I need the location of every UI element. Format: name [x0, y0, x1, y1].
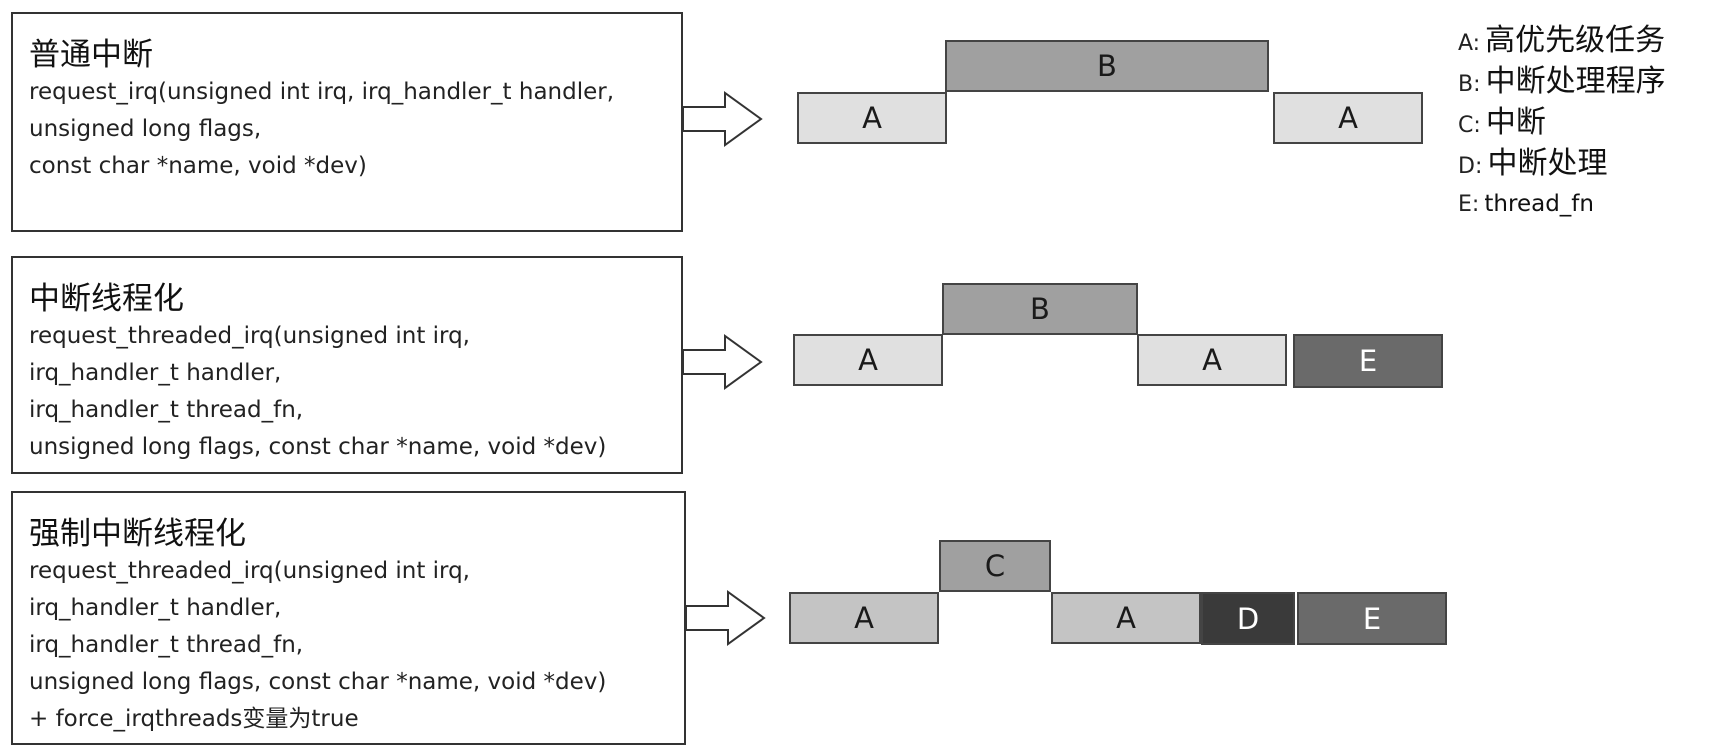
code-line: request_threaded_irq(unsigned int irq, — [29, 558, 470, 584]
right-arrow-icon — [682, 334, 763, 390]
code-line: irq_handler_t thread_fn, — [29, 632, 304, 658]
code-line: request_irq(unsigned int irq, irq_handle… — [29, 79, 615, 105]
panel-threaded-irq: 中断线程化 request_threaded_irq(unsigned int … — [11, 256, 683, 474]
legend-key: C: — [1458, 113, 1481, 138]
code-line: + force_irqthreads变量为true — [29, 706, 359, 732]
legend-value: thread_fn — [1484, 191, 1594, 217]
block-a: A — [1051, 592, 1201, 644]
code-line: unsigned long flags, — [29, 116, 262, 142]
panel-title: 中断线程化 — [29, 281, 184, 317]
block-c: C — [939, 540, 1051, 592]
block-a: A — [793, 334, 943, 386]
legend-key: D: — [1458, 154, 1483, 179]
legend-value: 高优先级任务 — [1485, 23, 1666, 58]
panel-normal-irq: 普通中断 request_irq(unsigned int irq, irq_h… — [11, 12, 683, 232]
right-arrow-icon — [685, 590, 766, 646]
legend-value: 中断处理程序 — [1485, 64, 1666, 99]
block-d: D — [1201, 592, 1295, 645]
right-arrow-icon — [682, 91, 763, 147]
block-a: A — [789, 592, 939, 644]
code-line: unsigned long flags, const char *name, v… — [29, 669, 607, 695]
legend-item: A: 高优先级任务 — [1458, 22, 1666, 63]
block-e: E — [1293, 334, 1443, 388]
legend-item: B: 中断处理程序 — [1458, 63, 1666, 104]
block-a: A — [797, 92, 947, 144]
block-a: A — [1137, 334, 1287, 386]
legend-value: 中断 — [1485, 105, 1546, 140]
legend-item: E: thread_fn — [1458, 186, 1666, 224]
code-line: const char *name, void *dev) — [29, 153, 367, 179]
block-b: B — [945, 40, 1269, 92]
legend-value: 中断处理 — [1487, 146, 1608, 181]
legend-item: C: 中断 — [1458, 104, 1666, 145]
code-line: irq_handler_t handler, — [29, 595, 282, 621]
block-b: B — [942, 283, 1138, 335]
panel-title: 强制中断线程化 — [29, 516, 246, 552]
code-line: request_threaded_irq(unsigned int irq, — [29, 323, 470, 349]
block-a: A — [1273, 92, 1423, 144]
panel-forced-threaded-irq: 强制中断线程化 request_threaded_irq(unsigned in… — [11, 491, 686, 745]
code-line: irq_handler_t thread_fn, — [29, 397, 304, 423]
legend-key: E: — [1458, 192, 1480, 217]
block-e: E — [1297, 592, 1447, 645]
panel-title: 普通中断 — [29, 37, 153, 73]
legend: A: 高优先级任务 B: 中断处理程序 C: 中断 D: 中断处理 E: thr… — [1458, 22, 1666, 224]
code-line: unsigned long flags, const char *name, v… — [29, 434, 607, 460]
legend-key: B: — [1458, 72, 1481, 97]
legend-item: D: 中断处理 — [1458, 145, 1666, 186]
code-line: irq_handler_t handler, — [29, 360, 282, 386]
legend-key: A: — [1458, 31, 1481, 56]
